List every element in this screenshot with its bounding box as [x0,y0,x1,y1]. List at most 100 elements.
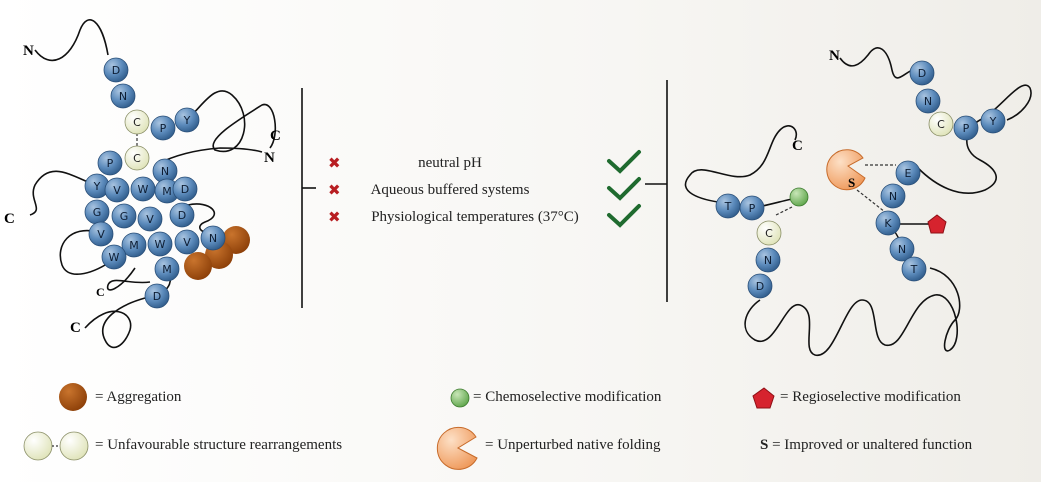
amino-acid-residue [895,160,921,186]
residue-label: N [898,243,906,256]
amino-acid-residue [104,177,130,203]
amino-acid-residue [150,115,176,141]
chemoselective-legend-icon [450,388,470,408]
backbone-strand [744,267,961,356]
residue-label: C [937,118,945,131]
residue-label: P [749,202,756,215]
residue-label: V [183,236,191,249]
native-folding-icon [826,149,866,191]
amino-acid-residue [875,210,901,236]
cysteine-residue [124,145,150,171]
residue-label: W [155,238,166,251]
function-symbol: S [760,437,769,453]
amino-acid-residue [747,273,773,299]
condition-label: neutral pH [418,155,482,171]
residue-label: M [162,263,172,276]
check-icon [607,204,641,228]
condition-row: ✖ Aqueous buffered systems [300,177,641,202]
legend-native-folding: = Unperturbed native folding [485,437,661,453]
residue-label: D [178,209,186,222]
amino-acid-residue [901,256,927,282]
aggregation-bead [184,252,212,280]
residue-label: C [133,152,141,165]
backbone-strand [187,90,277,153]
amino-acid-residue [915,88,941,114]
residue-label: Y [989,115,997,128]
residue-label: W [138,183,149,196]
residue-label: K [884,217,892,230]
legend-rearrangement: = Unfavourable structure rearrangements [95,437,343,453]
residue-label: T [724,200,732,213]
condition-row: ✖ Physiological temperatures (37°C) [300,204,641,229]
residue-label: D [112,64,120,77]
residue-label: E [905,167,912,180]
aggregation-legend-icon [59,383,87,411]
residue-label: N [119,90,127,103]
residue-label: M [162,185,172,198]
cysteine-residue [124,109,150,135]
amino-acid-residue [110,83,136,109]
residue-label: D [756,280,764,293]
residue-label: W [109,251,120,264]
condition-row: ✖ neutral pH [300,150,641,175]
amino-acid-residue [174,229,200,255]
terminal-label: C [792,138,803,154]
legend-function: S = Improved or unaltered function [760,437,972,454]
residue-label: Y [183,114,191,127]
terminal-label: N [264,150,275,166]
residue-label: G [120,210,129,223]
residue-label: N [161,165,169,178]
regioselective-modification-icon [927,214,947,234]
backbone-strand [839,47,919,79]
residue-label: N [764,254,772,267]
legend-regioselective: = Regioselective modification [780,389,961,405]
residue-label: D [153,290,161,303]
cysteine-residue [928,111,954,137]
backbone-strand [84,297,146,349]
interaction-line [775,206,793,216]
cysteine-residue [756,220,782,246]
native-folding-legend-icon [436,426,478,470]
residue-label: T [910,263,918,276]
amino-acid-residue [111,203,137,229]
amino-acid-residue [154,256,180,282]
residue-label: N [924,95,932,108]
amino-acid-residue [103,57,129,83]
residue-label: P [963,122,970,135]
cross-icon: ✖ [328,208,341,226]
terminal-label: N [829,48,840,64]
amino-acid-residue [174,107,200,133]
residue-label: N [889,190,897,203]
residue-label: Y [93,180,101,193]
amino-acid-residue [909,60,935,86]
backbone-strand [154,147,263,166]
amino-acid-residue [101,244,127,270]
residue-label: P [160,122,167,135]
amino-acid-residue [200,225,226,251]
regioselective-legend-icon [752,387,775,409]
cross-icon: ✖ [328,181,341,199]
residue-label: N [209,232,217,245]
amino-acid-residue [172,176,198,202]
amino-acid-residue [169,202,195,228]
residue-label: P [107,157,114,170]
terminal-label: C [96,285,105,299]
residue-label: V [146,213,154,226]
amino-acid-residue [739,195,765,221]
amino-acid-residue [889,236,915,262]
terminal-label: C [70,320,81,336]
rearrangement-legend-icon [59,431,89,461]
check-icon [607,177,641,201]
condition-label: Aqueous buffered systems [370,182,530,198]
backbone-strand [684,125,798,204]
residue-label: M [129,239,139,252]
amino-acid-residue [88,221,114,247]
terminal-label: C [270,128,281,144]
terminal-label: C [4,211,15,227]
residue-label: V [113,184,121,197]
amino-acid-residue [144,283,170,309]
rearrangement-legend-icon [23,431,53,461]
amino-acid-residue [980,108,1006,134]
